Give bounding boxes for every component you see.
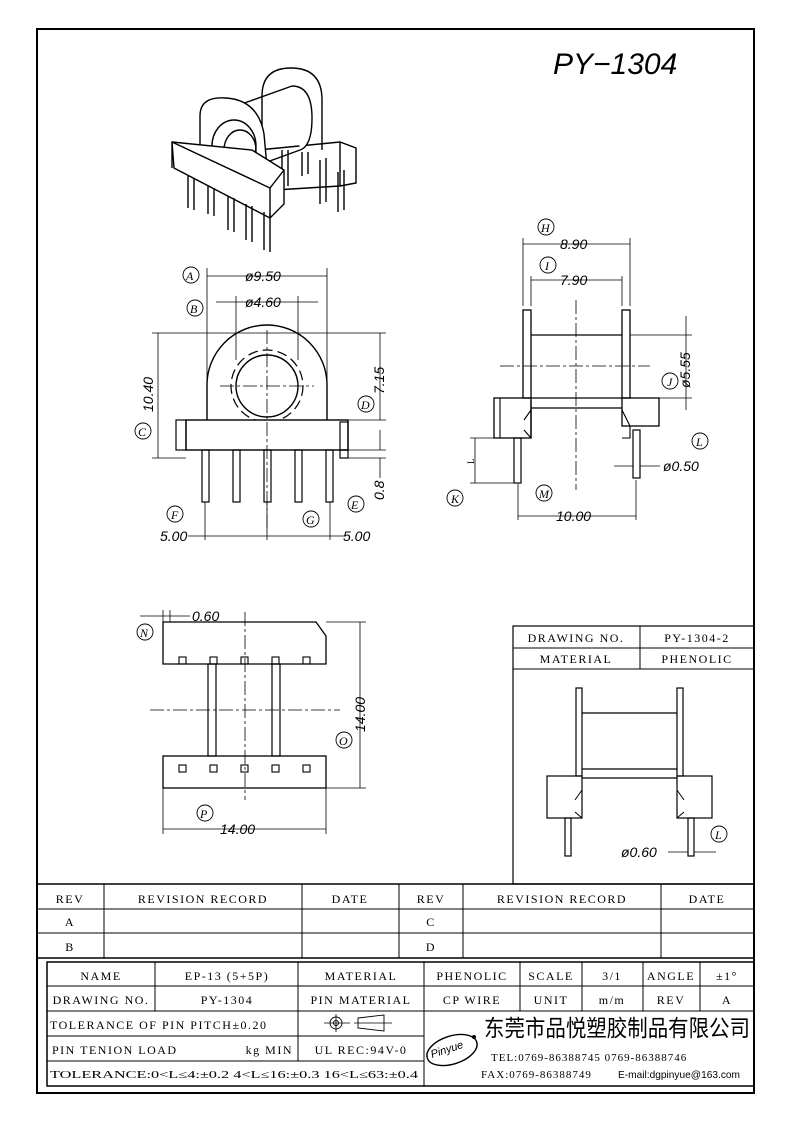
title-block bbox=[46, 961, 755, 1087]
dim-label-e: E bbox=[350, 498, 359, 512]
tb-pin-material: CP WIRE bbox=[443, 993, 501, 1007]
tb-scale: 3/1 bbox=[602, 969, 622, 983]
front-view bbox=[152, 268, 386, 540]
tb-angle-label: ANGLE bbox=[647, 969, 695, 983]
tb-tol-pitch: TOLERANCE OF PIN PITCH±0.20 bbox=[50, 1018, 268, 1032]
dim-l-value: ø0.50 bbox=[663, 458, 699, 474]
dim-g-value: 5.00 bbox=[343, 528, 370, 544]
tb-pin-tension-label: PIN TENION LOAD bbox=[52, 1043, 178, 1057]
rev-row-a: A bbox=[65, 915, 75, 929]
dim-label-d: D bbox=[360, 398, 370, 412]
company-name: 东莞市品悦塑胶制品有限公司 bbox=[484, 1016, 750, 1041]
dim-p-value: 14.00 bbox=[220, 821, 255, 837]
dim-i-value: 7.90 bbox=[560, 272, 587, 288]
bottom-view-labels: N 0.60 O 14.00 P 14.00 bbox=[136, 608, 368, 837]
company-email: E-mail:dgpinyue@163.com bbox=[618, 1069, 740, 1081]
tb-name-label: NAME bbox=[80, 969, 121, 983]
side-view-labels: H 8.90 I 7.90 J ø5.55 L ø0.50 K L M 10.0… bbox=[446, 218, 709, 524]
tb-unit: m/m bbox=[599, 993, 626, 1007]
tb-pin-tension: kg MIN bbox=[246, 1043, 293, 1057]
side-view bbox=[470, 238, 692, 520]
rev-row-b: B bbox=[65, 940, 75, 954]
title-block-text: NAME EP-13 (5+5P) MATERIAL PHENOLIC SCAL… bbox=[50, 969, 750, 1081]
tb-scale-label: SCALE bbox=[528, 969, 574, 983]
sheet-border bbox=[36, 28, 755, 1094]
company-fax: FAX:0769-86388749 bbox=[481, 1069, 592, 1081]
detail-label-l: L bbox=[714, 828, 722, 842]
dim-j-value: ø5.55 bbox=[677, 352, 693, 388]
tb-material: PHENOLIC bbox=[436, 969, 507, 983]
dim-f-value: 5.00 bbox=[160, 528, 187, 544]
drawing-no-box: DRAWING NO. PY-1304-2 MATERIAL PHENOLIC … bbox=[512, 625, 755, 885]
tb-angle: ±1° bbox=[716, 969, 738, 983]
box-material: PHENOLIC bbox=[661, 652, 732, 666]
front-view-labels: A ø9.50 B ø4.60 C 10.40 D 7.15 E 0.8 F 5… bbox=[134, 266, 387, 544]
drawing-title: PY−1304 bbox=[553, 48, 677, 81]
tb-pin-material-label: PIN MATERIAL bbox=[311, 993, 412, 1007]
dim-label-c: C bbox=[138, 425, 147, 439]
dim-label-l: L bbox=[695, 435, 703, 449]
rev-header-left: REV bbox=[56, 892, 85, 906]
tb-rev-label: REV bbox=[657, 993, 686, 1007]
isometric-view bbox=[171, 67, 357, 252]
rev-date-header-right: DATE bbox=[689, 892, 726, 906]
company-logo: Pinyue bbox=[429, 1039, 465, 1061]
tb-rev: A bbox=[722, 993, 732, 1007]
dim-label-p: P bbox=[199, 807, 208, 821]
dim-label-b: B bbox=[190, 302, 198, 316]
revision-table bbox=[37, 883, 754, 959]
dim-label-h: H bbox=[540, 221, 551, 235]
box-drawing-no-label: DRAWING NO. bbox=[528, 631, 625, 645]
dim-o-value: 14.00 bbox=[352, 697, 368, 732]
rev-header-right: REV bbox=[417, 892, 446, 906]
dim-b-value: ø4.60 bbox=[245, 294, 281, 310]
box-material-label: MATERIAL bbox=[540, 652, 613, 666]
rev-record-header-right: REVISION RECORD bbox=[497, 892, 627, 906]
tb-drawing-no: PY-1304 bbox=[201, 993, 254, 1007]
rev-date-header-left: DATE bbox=[332, 892, 369, 906]
tb-ul-rec: UL REC:94V-0 bbox=[315, 1043, 408, 1057]
rev-row-c: C bbox=[426, 915, 436, 929]
company-tel: TEL:0769-86388745 0769-86388746 bbox=[491, 1052, 687, 1064]
dim-k-value: L bbox=[466, 459, 476, 465]
dim-label-j: J bbox=[667, 375, 673, 389]
box-drawing-no: PY-1304-2 bbox=[664, 631, 730, 645]
detail-l-value: ø0.60 bbox=[621, 844, 657, 860]
dim-label-a: A bbox=[185, 269, 194, 283]
tb-name: EP-13 (5+5P) bbox=[185, 969, 269, 983]
dim-label-o: O bbox=[339, 734, 348, 748]
bottom-view bbox=[140, 610, 366, 834]
tb-unit-label: UNIT bbox=[534, 993, 569, 1007]
dim-label-m: M bbox=[538, 487, 550, 501]
tb-tolerance-line: TOLERANCE:0<L≤4:±0.2 4<L≤16:±0.3 16<L≤63… bbox=[50, 1070, 419, 1081]
tb-material-label: MATERIAL bbox=[325, 969, 398, 983]
dim-e-value: 0.8 bbox=[371, 480, 387, 500]
detail-side-view bbox=[546, 687, 716, 857]
dim-label-n: N bbox=[139, 626, 149, 640]
dim-a-value: ø9.50 bbox=[245, 268, 281, 284]
dim-n-value: 0.60 bbox=[192, 608, 219, 624]
dim-m-value: 10.00 bbox=[556, 508, 591, 524]
revision-table-text: REV REVISION RECORD DATE REV REVISION RE… bbox=[56, 892, 726, 954]
rev-row-d: D bbox=[426, 940, 436, 954]
dim-label-i: I bbox=[544, 259, 550, 273]
dim-label-g: G bbox=[306, 513, 315, 527]
rev-record-header-left: REVISION RECORD bbox=[138, 892, 268, 906]
dim-c-value: 10.40 bbox=[140, 377, 156, 412]
tb-drawing-no-label: DRAWING NO. bbox=[53, 993, 150, 1007]
dim-d-value: 7.15 bbox=[371, 367, 387, 394]
dim-label-k: K bbox=[450, 492, 460, 506]
dim-h-value: 8.90 bbox=[560, 236, 587, 252]
dim-label-f: F bbox=[170, 508, 179, 522]
